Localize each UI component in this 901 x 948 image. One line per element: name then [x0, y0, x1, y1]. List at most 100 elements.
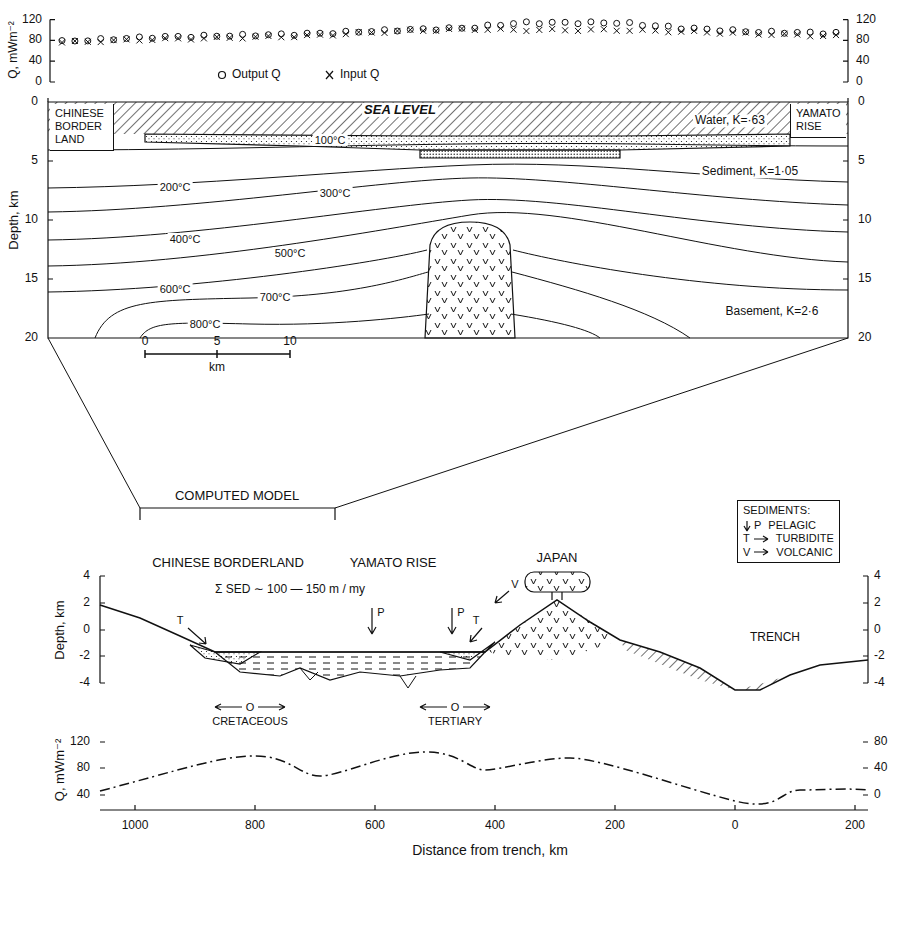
axis-label: 80 [856, 33, 869, 46]
output-marker [807, 29, 813, 35]
axis-label: 40 [29, 54, 42, 67]
axis-label: 600 [365, 819, 385, 832]
axis-label: 0 [858, 95, 865, 108]
output-marker [511, 21, 517, 27]
legend-label: Output Q [232, 68, 281, 81]
axis-label: 4 [874, 569, 881, 582]
arrow-symbol [753, 533, 769, 545]
axis-label: 5 [858, 154, 865, 167]
output-marker [523, 19, 529, 25]
input-marker [369, 29, 375, 35]
output-marker [124, 35, 130, 41]
axis-label: 1000 [122, 819, 149, 832]
output-marker [111, 37, 117, 43]
sediment-code: T [743, 532, 750, 545]
axis-label: km [209, 361, 225, 374]
output-marker [330, 31, 336, 37]
output-marker [162, 33, 168, 39]
axis-label: V [511, 578, 518, 590]
output-marker [420, 26, 426, 32]
input-marker [394, 28, 400, 34]
output-marker [472, 25, 478, 31]
input-marker [781, 31, 787, 37]
sediment-code: P [754, 519, 761, 532]
axis-label: Depth, km [53, 600, 67, 659]
input-marker [601, 26, 607, 32]
output-marker [794, 29, 800, 35]
axis-label: 700°C [258, 291, 293, 303]
output-marker [188, 34, 194, 40]
output-marker [149, 35, 155, 41]
input-marker [549, 26, 555, 32]
axis-label: 4 [83, 569, 90, 582]
output-marker [343, 28, 349, 34]
axis-label: Σ SED ∼ 100 — 150 m / my [215, 583, 365, 596]
axis-label: 2 [874, 596, 881, 609]
region-name: CHINESE BORDER LAND [55, 107, 108, 147]
axis-label: Basement, K=2·6 [723, 305, 820, 318]
axis-label: Distance from trench, km [412, 843, 568, 858]
axis-label: 0 [874, 788, 881, 801]
axis-label: P [377, 606, 384, 618]
input-marker [85, 39, 91, 45]
axis-label: 500°C [273, 247, 308, 259]
axis-label: 80 [29, 33, 42, 46]
output-marker [446, 25, 452, 31]
output-marker [781, 30, 787, 36]
axis-label: 120 [856, 13, 876, 26]
output-marker [536, 21, 542, 27]
axis-label: Depth, km [7, 190, 21, 249]
input-marker [356, 29, 362, 35]
axis-label: 200°C [158, 181, 193, 193]
axis-label: 120 [70, 735, 90, 748]
axis-label: 2 [83, 596, 90, 609]
input-marker [433, 28, 439, 34]
output-marker [219, 72, 226, 79]
legend-row: TTURBIDITE [743, 532, 834, 545]
output-marker [833, 29, 839, 35]
input-marker [407, 27, 413, 33]
axis-label: -2 [874, 649, 885, 662]
sediment-name: VOLCANIC [776, 546, 832, 559]
output-marker [240, 31, 246, 37]
output-marker [652, 23, 658, 29]
input-marker [511, 27, 517, 33]
axis-label: TERTIARY [428, 715, 482, 727]
axis-label: 0 [142, 335, 149, 348]
input-marker [214, 34, 220, 40]
axis-label: -4 [874, 676, 885, 689]
input-marker [326, 71, 333, 79]
input-marker [111, 37, 117, 43]
axis-label: 5 [214, 335, 221, 348]
output-marker [575, 21, 581, 27]
output-marker [627, 20, 633, 26]
input-marker [124, 36, 130, 42]
output-marker [769, 28, 775, 34]
output-marker [562, 19, 568, 25]
output-marker [214, 33, 220, 39]
output-marker [369, 29, 375, 35]
output-marker [691, 25, 697, 31]
output-marker [175, 33, 181, 39]
axis-label: Water, K=·63 [693, 114, 767, 127]
axis-label: 300°C [318, 187, 353, 199]
output-marker [136, 34, 142, 40]
input-marker [575, 28, 581, 34]
output-marker [459, 25, 465, 31]
output-marker [717, 28, 723, 34]
output-marker [678, 26, 684, 32]
sediment-code: V [743, 546, 750, 559]
axis-label: 200 [845, 819, 865, 832]
axis-label: -2 [79, 649, 90, 662]
output-marker [265, 32, 271, 38]
axis-label: 20 [25, 331, 38, 344]
output-marker [382, 27, 388, 33]
output-marker [756, 29, 762, 35]
legend-row: PPELAGIC [743, 519, 834, 532]
output-marker [291, 32, 297, 38]
axis-label: O [451, 701, 460, 713]
axis-label: YAMATO RISE [350, 556, 437, 570]
output-marker [72, 38, 78, 44]
axis-label: 80 [874, 735, 887, 748]
